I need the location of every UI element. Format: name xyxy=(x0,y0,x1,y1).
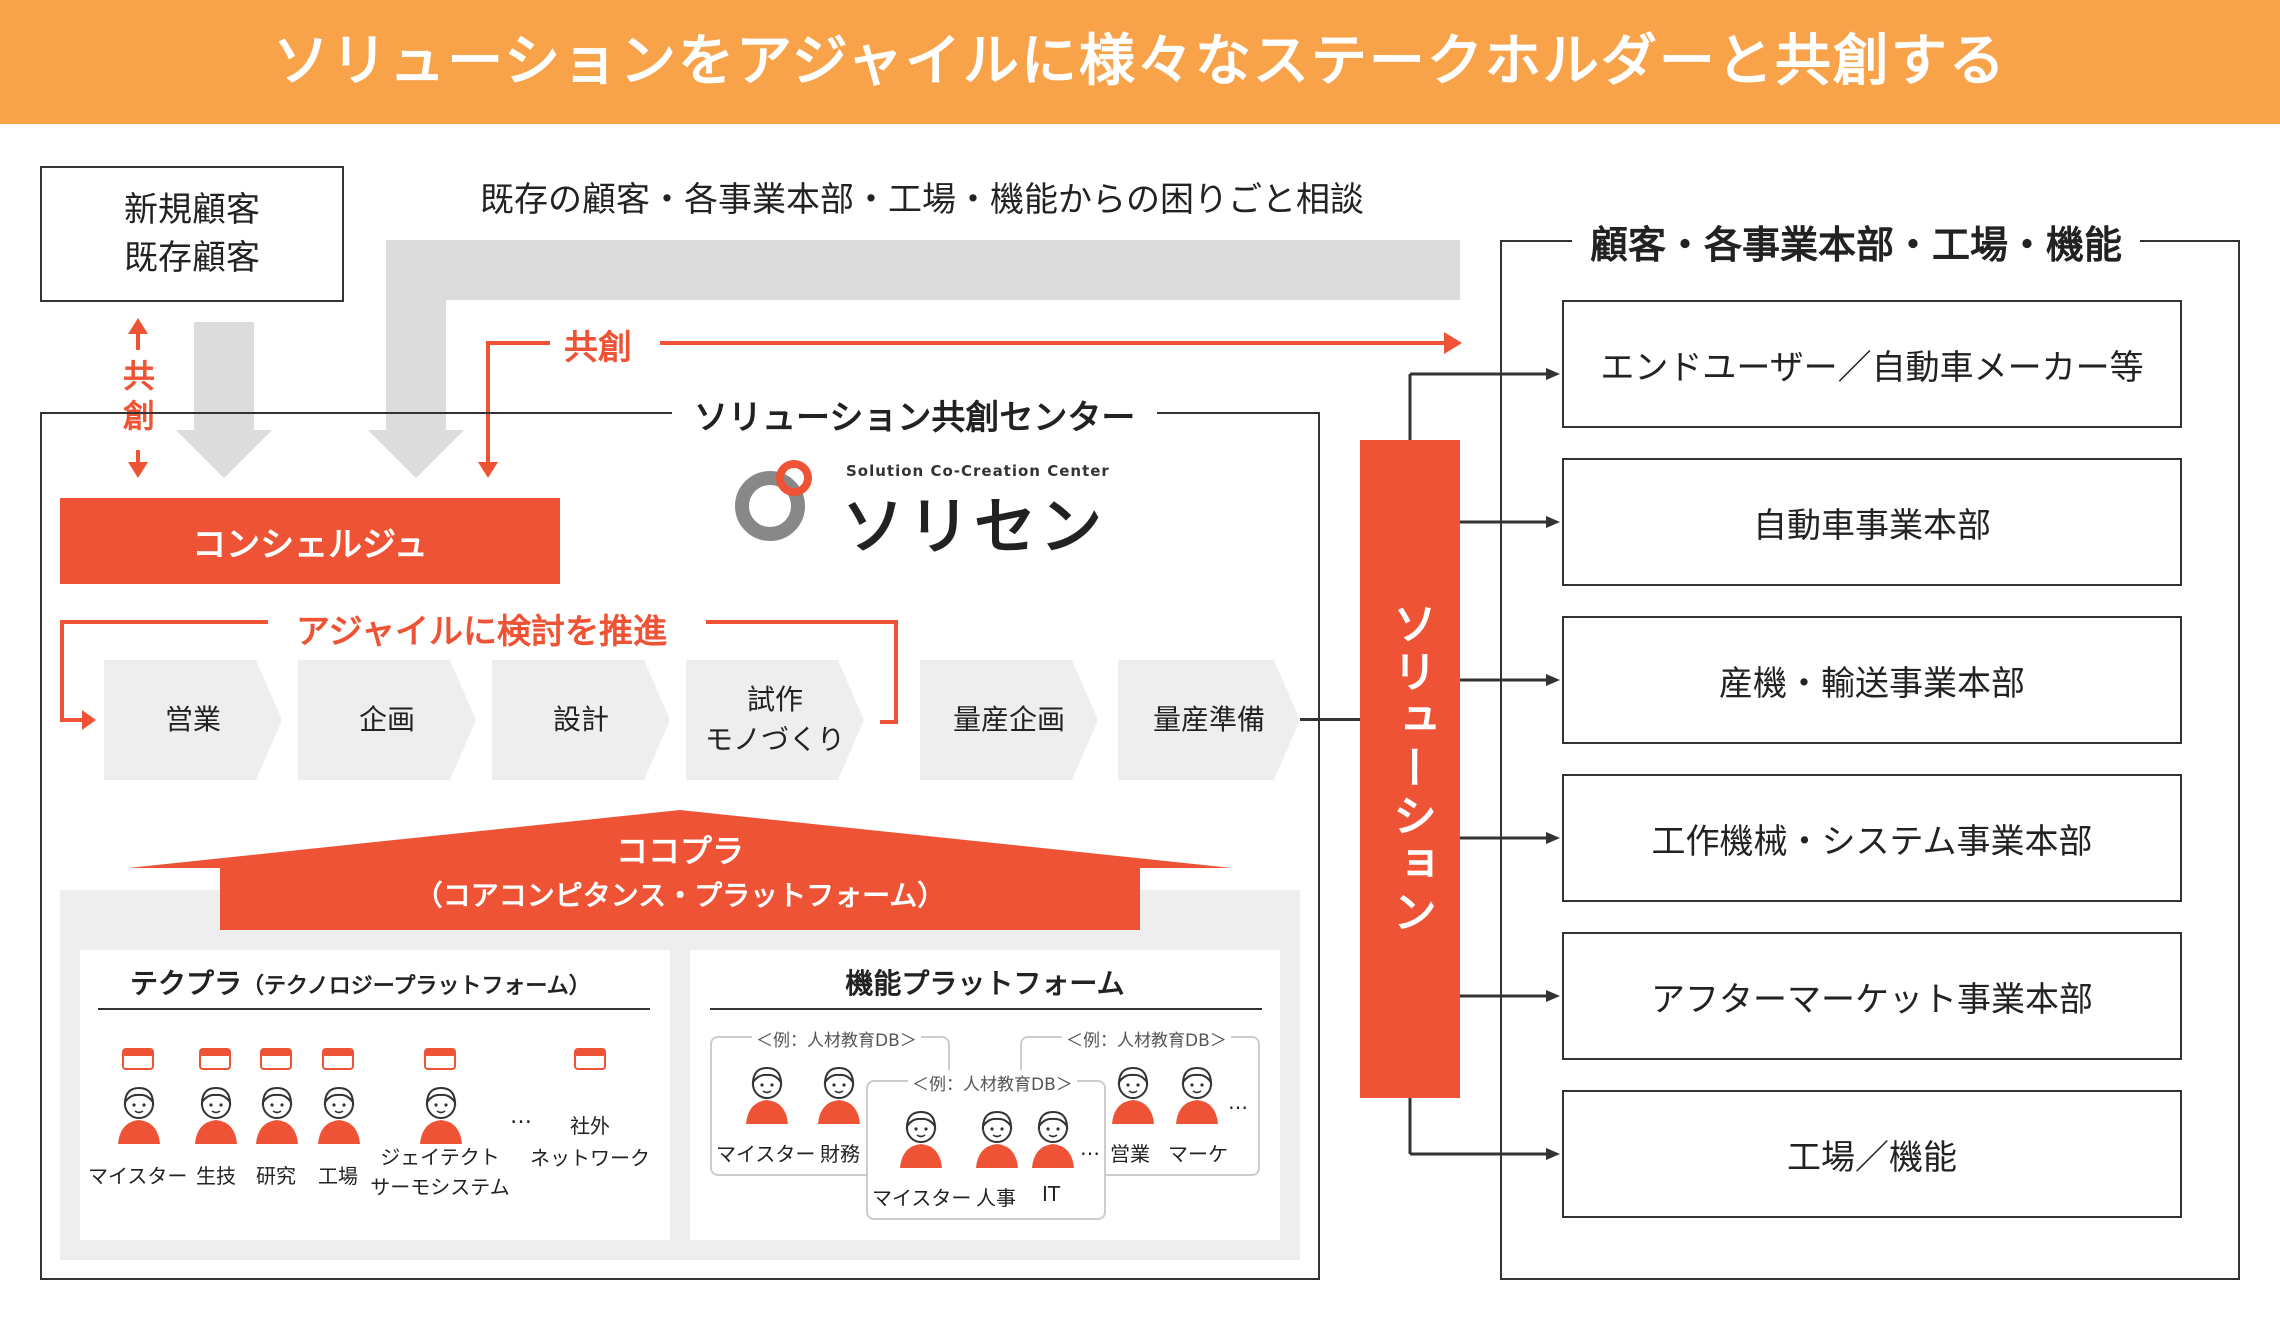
person-icon xyxy=(114,1080,164,1144)
solution-bar: ソリューション xyxy=(1360,440,1460,1098)
process-connector-line xyxy=(1300,718,1360,721)
db-card-2-label: ＜例：人材教育DB＞ xyxy=(908,1070,1077,1095)
card3-member-eigyo: 営業 xyxy=(1110,1142,1150,1166)
stakeholder-factory-function: 工場／機能 xyxy=(1562,1090,2182,1218)
person-icon xyxy=(896,1104,946,1168)
member-seigi: 生技 xyxy=(196,1164,236,1188)
tech-ellipsis: … xyxy=(510,1104,532,1129)
laptop-icon xyxy=(122,1048,154,1070)
logo-wordmark: ソリセン xyxy=(842,490,1107,563)
agile-bracket xyxy=(60,620,898,730)
function-platform-title: 機能プラットフォーム xyxy=(845,967,1125,1000)
person-icon xyxy=(1028,1104,1078,1168)
consultation-label: 既存の顧客・各事業本部・工場・機能からの困りごと相談 xyxy=(480,180,1364,220)
card2-member-meister: マイスター xyxy=(872,1186,972,1210)
db-card-3-label: ＜例：人材教育DB＞ xyxy=(1062,1026,1231,1051)
sorisen-logo-mark-icon xyxy=(735,460,812,541)
customers-box: 新規顧客 既存顧客 xyxy=(40,166,344,302)
agile-arrow-icon xyxy=(82,710,96,730)
stakeholder-industrial: 産機・輸送事業本部 xyxy=(1562,616,2182,744)
card1-member-zaimu: 財務 xyxy=(820,1142,860,1166)
person-icon xyxy=(814,1060,864,1124)
new-customers-label: 新規顧客 xyxy=(124,190,260,230)
person-icon xyxy=(314,1080,364,1144)
person-icon xyxy=(1108,1060,1158,1124)
process-step-prototype: 試作 モノづくり xyxy=(686,660,864,780)
concierge-bar: コンシェルジュ xyxy=(60,498,560,584)
card2-ellipsis: … xyxy=(1080,1136,1100,1160)
red-arrow-right-icon xyxy=(1444,332,1462,354)
person-icon xyxy=(972,1104,1022,1168)
person-icon xyxy=(252,1080,302,1144)
red-arrow-down-icon xyxy=(478,462,498,478)
process-step-sales: 営業 xyxy=(104,660,282,780)
laptop-icon xyxy=(574,1048,606,1070)
page-title-banner: ソリューションをアジャイルに様々なステークホルダーと共創する xyxy=(0,0,2280,124)
process-step-planning: 企画 xyxy=(298,660,476,780)
solution-bar-label: ソリューション xyxy=(1385,601,1436,937)
tech-platform-title-main: テクプラ xyxy=(130,967,243,1000)
member-kojo: 工場 xyxy=(318,1164,358,1188)
kyoso-label: 共創 xyxy=(564,328,632,368)
stakeholders-title: 顧客・各事業本部・工場・機能 xyxy=(1572,214,2141,269)
logo-subtitle: Solution Co-Creation Center xyxy=(846,462,1110,480)
person-icon xyxy=(191,1080,241,1144)
card3-ellipsis: … xyxy=(1228,1090,1248,1114)
person-icon xyxy=(1172,1060,1222,1124)
process-step-mass-prep: 量産準備 xyxy=(1118,660,1300,780)
member-meister: マイスター xyxy=(88,1164,188,1188)
laptop-icon xyxy=(424,1048,456,1070)
gray-arrow-top-icon xyxy=(368,240,1460,478)
existing-customers-label: 既存顧客 xyxy=(124,238,260,278)
stakeholder-aftermarket: アフターマーケット事業本部 xyxy=(1562,932,2182,1060)
tech-platform-title: テクプラ（テクノロジープラットフォーム） xyxy=(130,962,591,1002)
member-kenkyu: 研究 xyxy=(256,1164,296,1188)
cocopla-roof-shape xyxy=(128,810,1232,930)
stakeholder-machine-tools: 工作機械・システム事業本部 xyxy=(1562,774,2182,902)
function-platform-divider xyxy=(710,1008,1262,1010)
laptop-icon xyxy=(199,1048,231,1070)
cocopla-subtitle: （コアコンピタンス・プラットフォーム） xyxy=(414,879,946,912)
member-external-network: 社外 ネットワーク xyxy=(530,1114,650,1170)
card1-member-meister: マイスター xyxy=(716,1142,816,1166)
process-step-design: 設計 xyxy=(492,660,670,780)
card2-member-jinji: 人事 xyxy=(976,1186,1016,1210)
laptop-icon xyxy=(322,1048,354,1070)
agile-label: アジャイルに検討を推進 xyxy=(296,612,667,652)
card3-member-marke: マーケ xyxy=(1168,1142,1228,1166)
tech-platform-divider xyxy=(98,1008,650,1010)
tech-platform-panel xyxy=(80,950,670,1240)
process-step-mass-planning: 量産企画 xyxy=(920,660,1098,780)
card2-member-it: IT xyxy=(1042,1182,1061,1206)
kyoso-vertical-label: 共創 xyxy=(122,357,155,435)
laptop-icon xyxy=(260,1048,292,1070)
stakeholder-automotive: 自動車事業本部 xyxy=(1562,458,2182,586)
gray-arrow-left-icon xyxy=(176,322,272,478)
person-icon xyxy=(742,1060,792,1124)
solution-center-title: ソリューション共創センター xyxy=(672,390,1158,439)
member-jtekt-thermo: ジェイテクト サーモシステム xyxy=(370,1145,510,1199)
solution-connectors xyxy=(1408,368,1560,1160)
stakeholder-end-user: エンドユーザー／自動車メーカー等 xyxy=(1562,300,2182,428)
db-card-1-label: ＜例：人材教育DB＞ xyxy=(752,1026,921,1051)
cocopla-title: ココプラ xyxy=(615,832,744,870)
tech-platform-title-sub: （テクノロジープラットフォーム） xyxy=(242,974,591,999)
consultation-flow-arrows xyxy=(128,240,1462,478)
person-icon xyxy=(416,1080,466,1144)
